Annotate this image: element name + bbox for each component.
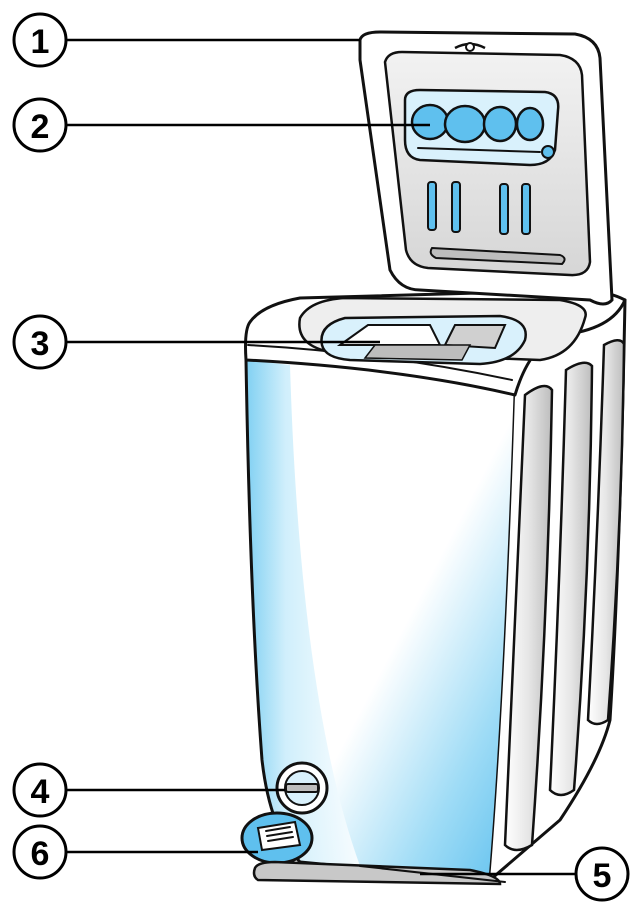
rating-plate (240, 811, 314, 865)
dispenser-compartment-4 (515, 106, 545, 142)
lid-slot-1 (427, 181, 437, 231)
callout-label-2: 2 (31, 108, 50, 146)
side-rib-3 (586, 339, 626, 726)
lid-latch-knob (465, 42, 475, 52)
callout-label-5: 5 (593, 857, 612, 895)
callout-leaders (66, 38, 576, 876)
callout-label-1: 1 (31, 23, 50, 61)
lid-slot-2 (451, 181, 461, 233)
callout-label-4: 4 (31, 773, 50, 811)
callout-label-3: 3 (31, 325, 50, 363)
lid-slot-4 (521, 183, 531, 235)
dispenser-front-lip (417, 147, 541, 153)
top-deck-outline (244, 288, 627, 397)
dispenser-compartment-3 (482, 105, 518, 143)
detergent-dispenser (403, 88, 560, 167)
callout-label-6: 6 (31, 835, 50, 873)
lid-bottom-rail (429, 246, 566, 266)
callout-1: 1 (12, 12, 68, 68)
callout-2: 2 (12, 97, 68, 153)
dispenser-compartment-2 (443, 104, 487, 144)
dispenser-compartment-1 (410, 103, 450, 141)
callout-4: 4 (12, 762, 68, 818)
side-rib-2 (548, 361, 594, 797)
machine-body (244, 288, 627, 882)
callout-6: 6 (12, 824, 68, 880)
drum-flap-inner (363, 344, 472, 361)
lid-slot-3 (499, 183, 509, 235)
dispenser-button (541, 145, 555, 159)
callout-5: 5 (574, 846, 630, 902)
filter-cap (275, 761, 329, 815)
drum-flap-right (443, 324, 507, 350)
callout-3: 3 (12, 314, 68, 370)
side-rib-1 (503, 384, 554, 852)
front-panel-left-shade (246, 360, 360, 866)
lid (358, 30, 614, 306)
